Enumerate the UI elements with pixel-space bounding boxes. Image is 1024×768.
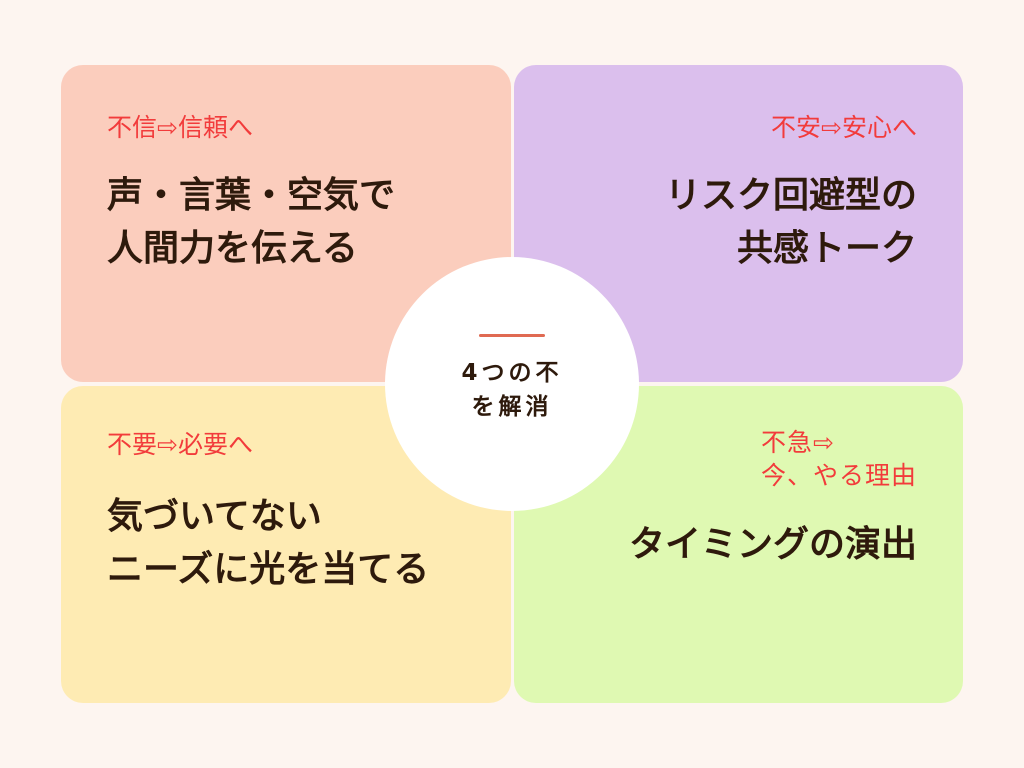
quadrant-title: 声・言葉・空気で 人間力を伝える	[107, 169, 395, 275]
center-label-line: を解消	[471, 394, 553, 420]
subtitle-line: 不急⇨	[760, 428, 835, 457]
subtitle-line: 不安⇨安心へ	[771, 113, 917, 142]
center-label-line: 4つの不	[461, 360, 563, 386]
title-line: リスク回避型の	[664, 175, 917, 216]
quadrant-distrust-to-trust: 不信⇨信頼へ 声・言葉・空気で 人間力を伝える	[61, 65, 511, 382]
quadrant-title: リスク回避型の 共感トーク	[665, 169, 917, 275]
title-line: 声・言葉・空気で	[107, 175, 396, 216]
quadrant-subtitle: 不信⇨信頼へ	[107, 111, 253, 144]
subtitle-line: 不要⇨必要へ	[107, 430, 253, 459]
quadrant-title: 気づいてない ニーズに光を当てる	[107, 490, 429, 596]
quadrant-title: タイミングの演出	[629, 518, 917, 571]
quadrant-subtitle: 不安⇨安心へ	[771, 111, 917, 144]
title-line: 共感トーク	[736, 228, 917, 269]
title-line: 人間力を伝える	[107, 228, 358, 269]
title-line: 気づいてない	[107, 496, 322, 537]
quadrant-not-urgent-to-now: 不急⇨ 今、やる理由 タイミングの演出	[514, 386, 963, 703]
center-circle: 4つの不 を解消	[385, 257, 639, 511]
title-line: タイミングの演出	[628, 524, 917, 565]
subtitle-line: 不信⇨信頼へ	[107, 113, 253, 142]
subtitle-line: 今、やる理由	[760, 461, 917, 490]
title-line: ニーズに光を当てる	[107, 549, 430, 590]
quadrant-subtitle: 不要⇨必要へ	[107, 428, 253, 461]
quadrant-subtitle: 不急⇨ 今、やる理由	[761, 426, 917, 492]
accent-line	[479, 334, 545, 337]
center-label: 4つの不 を解消	[385, 356, 639, 424]
